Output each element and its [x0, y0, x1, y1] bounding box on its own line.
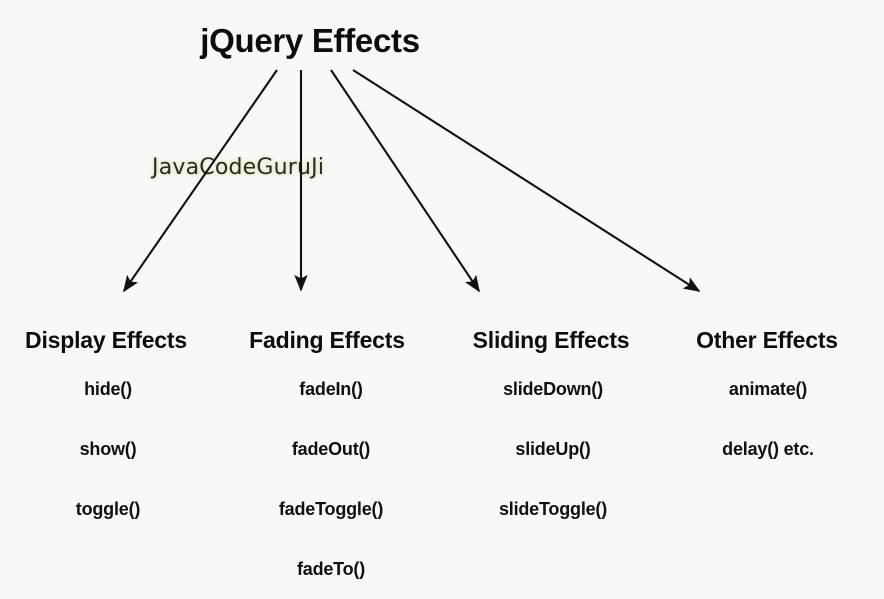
method-item: animate() — [728, 379, 808, 399]
arrow-to-other-effects — [352, 69, 701, 292]
method-item: toggle() — [75, 499, 141, 519]
category-sliding-effects: Sliding Effects slideDown() slideUp() sl… — [462, 325, 640, 539]
watermark-label: JavaCodeGuruJi — [152, 155, 325, 180]
arrow-to-sliding-effects — [330, 69, 480, 293]
method-item: fadeToggle() — [278, 499, 384, 519]
category-title-display-effects: Display Effects — [25, 327, 187, 353]
method-item: slideUp() — [515, 439, 591, 459]
method-item: fadeTo() — [296, 559, 366, 579]
method-item: fadeOut() — [291, 439, 371, 459]
method-item: show() — [79, 439, 137, 459]
method-item: hide() — [84, 379, 132, 399]
method-list-other-effects: animate() delay() etc. — [682, 359, 852, 479]
method-list-sliding-effects: slideDown() slideUp() slideToggle() — [462, 359, 640, 539]
method-item: fadeIn() — [299, 379, 363, 399]
category-columns: Display Effects hide() show() toggle() F… — [0, 325, 884, 598]
method-item: slideToggle() — [498, 499, 608, 519]
category-title-sliding-effects: Sliding Effects — [472, 327, 630, 353]
category-title-other-effects: Other Effects — [696, 327, 838, 353]
category-display-effects: Display Effects hide() show() toggle() — [6, 325, 206, 539]
method-list-display-effects: hide() show() toggle() — [6, 359, 206, 539]
method-item: delay() etc. — [722, 439, 814, 459]
category-title-fading-effects: Fading Effects — [249, 327, 405, 353]
category-other-effects: Other Effects animate() delay() etc. — [682, 325, 852, 479]
method-list-fading-effects: fadeIn() fadeOut() fadeToggle() fadeTo() — [240, 359, 414, 599]
method-item: slideDown() — [503, 379, 603, 399]
arrow-to-display-effects — [123, 69, 278, 293]
page-title: jQuery Effects — [200, 22, 420, 59]
category-fading-effects: Fading Effects fadeIn() fadeOut() fadeTo… — [240, 325, 414, 599]
